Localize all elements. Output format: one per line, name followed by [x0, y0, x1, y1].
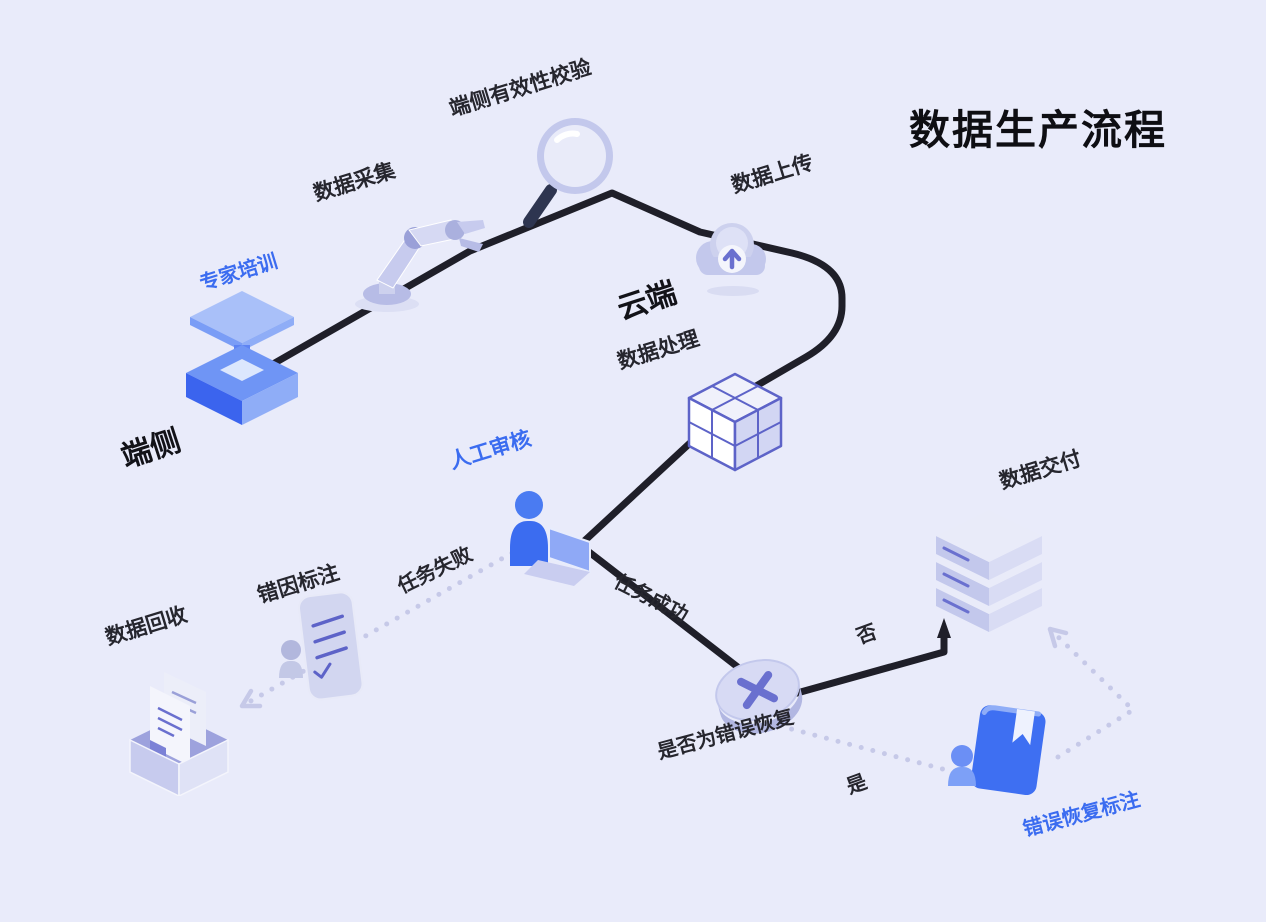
- no-branch-arrowhead: [937, 618, 951, 638]
- recovery-to-delivery-dotted-line: [1047, 626, 1138, 760]
- main-flow-line: [262, 189, 846, 549]
- task-failed-dotted-line: [239, 550, 515, 709]
- robot-arm-icon: [335, 180, 495, 315]
- cloud-upload-icon: [683, 203, 783, 298]
- recycle-arrow: [239, 688, 263, 709]
- document-person-icon: [278, 588, 373, 706]
- no-branch-line: [768, 632, 948, 704]
- cube-icon: [683, 368, 788, 473]
- magnifier-icon: [515, 110, 620, 228]
- diagram-title: 数据生产流程: [909, 107, 1167, 153]
- person-laptop-icon: [492, 488, 607, 593]
- server-stack-icon: [930, 502, 1048, 637]
- delivery-arrow: [1047, 626, 1069, 649]
- x-disc-icon: [708, 638, 808, 746]
- archive-box-icon: [120, 648, 238, 796]
- notebook-person-icon: [945, 682, 1057, 807]
- graduation-podium-icon: [180, 285, 305, 425]
- task-success-line: [576, 541, 752, 679]
